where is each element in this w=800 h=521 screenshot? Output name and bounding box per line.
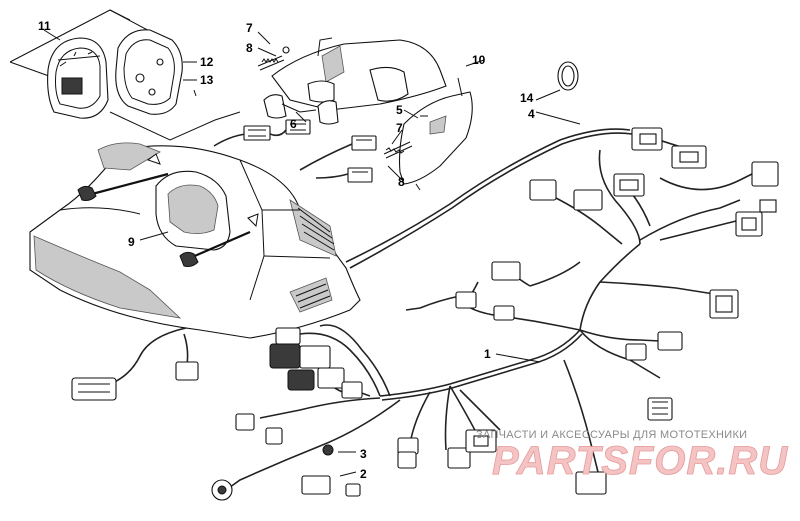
- callout-4: 4: [528, 107, 535, 121]
- cluster-rear-housing: [115, 29, 183, 115]
- callout-9: 9: [128, 235, 135, 249]
- speedometer-gauge: [47, 37, 109, 119]
- bulb-sockets: [263, 94, 339, 125]
- leader-lines: [43, 29, 581, 477]
- callout-13: 13: [200, 73, 214, 87]
- callout-2: 2: [360, 467, 367, 481]
- callout-3: 3: [360, 447, 367, 461]
- callout-7-upper: 7: [246, 21, 253, 35]
- retaining-clip: [557, 61, 579, 91]
- harness-connectors: [71, 127, 779, 501]
- callout-labels: 11 12 13 7 8 6 10 5 7 8 14 4 9 1 3 2: [38, 19, 535, 481]
- instrument-cluster-assembly: [9, 9, 241, 141]
- watermark-brand: PARTSFOR.RU: [492, 439, 788, 483]
- callout-7-lower: 7: [396, 121, 403, 135]
- callout-10: 10: [472, 53, 486, 67]
- dash-panel-body: [29, 142, 361, 339]
- mounting-studs: [77, 172, 251, 267]
- stud-lower: [179, 230, 251, 267]
- callout-14: 14: [520, 91, 534, 105]
- springs: [257, 46, 413, 159]
- watermark: ЗАПЧАСТИ И АКСЕССУАРЫ ДЛЯ МОТОТЕХНИКИ PA…: [476, 429, 788, 483]
- callout-11: 11: [38, 19, 51, 33]
- callout-1: 1: [484, 347, 491, 361]
- callout-5: 5: [396, 103, 403, 117]
- callout-6: 6: [290, 117, 297, 131]
- indicator-bracket: [271, 37, 473, 191]
- sub-harness-upper: [213, 119, 377, 183]
- stud-upper: [77, 172, 169, 201]
- callout-12: 12: [200, 55, 214, 69]
- callout-8-lower: 8: [398, 175, 405, 189]
- watermark-tagline: ЗАПЧАСТИ И АКСЕССУАРЫ ДЛЯ МОТОТЕХНИКИ: [476, 429, 747, 441]
- callout-8-upper: 8: [246, 41, 253, 55]
